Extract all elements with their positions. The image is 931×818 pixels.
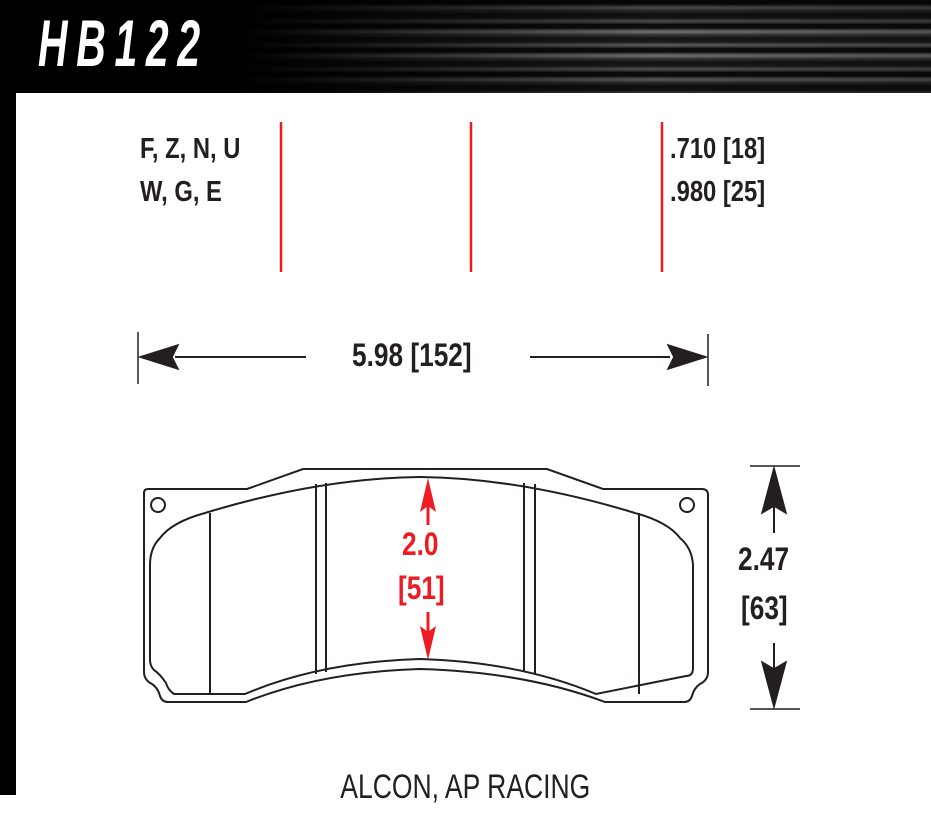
application-text: ALCON, AP RACING	[340, 768, 591, 806]
height-dimension-arrow	[750, 465, 800, 710]
width-dimension-arrow	[137, 332, 709, 386]
friction-height-inches: 2.0	[402, 526, 439, 562]
height-dimension-inches: 2.47	[738, 541, 790, 577]
compound-list-row1: F, Z, N, U	[140, 133, 241, 165]
thickness-row1: .710 [18]	[670, 133, 766, 165]
application-caption: ALCON, AP RACING	[0, 768, 931, 807]
backing-plate-outline	[143, 468, 709, 703]
header-banner: HB122	[0, 0, 931, 93]
height-dimension-mm: [63]	[741, 590, 788, 626]
width-dimension-label: 5.98 [152]	[352, 337, 472, 373]
thickness-guide-lines	[279, 122, 664, 272]
friction-height-arrow	[420, 478, 436, 660]
friction-height-mm: [51]	[398, 570, 445, 606]
header-stripes	[0, 0, 931, 93]
friction-material-outline	[149, 475, 694, 696]
compound-list-row2: W, G, E	[140, 176, 222, 208]
part-number-title: HB122	[38, 6, 209, 80]
left-accent-bar	[0, 93, 16, 795]
thickness-row2: .980 [25]	[670, 176, 766, 208]
